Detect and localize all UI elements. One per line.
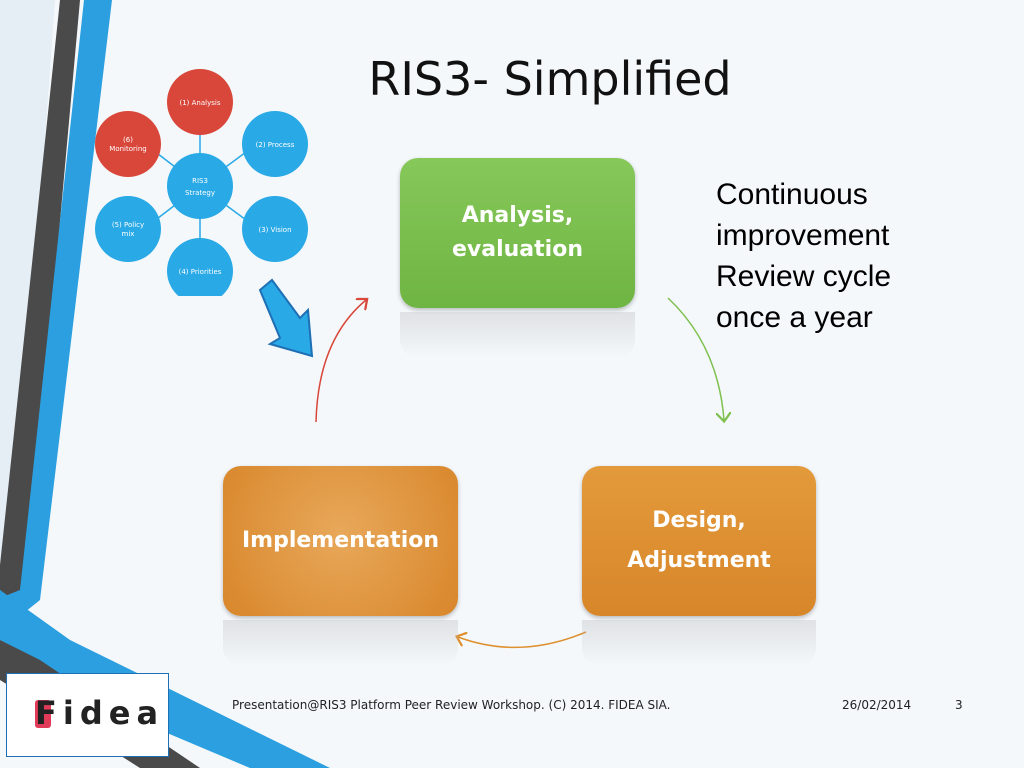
mini-center-label-1: RIS3 <box>192 177 208 185</box>
ris3-strategy-diagram: RIS3 Strategy (1) Analysis (2) Process (… <box>95 69 308 296</box>
mini-node-process-label: (2) Process <box>256 141 295 149</box>
mini-center-circle <box>167 153 233 219</box>
arrow-design-to-implementation <box>458 631 587 649</box>
note-line: Review cycle <box>716 260 892 293</box>
adjustment-label: Adjustment <box>627 548 771 573</box>
mini-node-monitoring <box>95 111 161 177</box>
mini-node-policy <box>95 196 161 262</box>
mini-node-process <box>242 111 308 177</box>
mini-node-priorities-label: (4) Priorities <box>179 268 222 276</box>
fidea-logo-text: Fidea <box>35 694 165 732</box>
mini-node-vision <box>242 196 308 262</box>
analysis-evaluation-box: Analysis, evaluation <box>400 158 635 308</box>
design-adjustment-box: Design, Adjustment <box>582 466 816 616</box>
continuous-improvement-note: Continuous improvement Review cycle once… <box>716 174 891 338</box>
footer-page-number: 3 <box>955 698 963 712</box>
mini-node-analysis-label: (1) Analysis <box>180 99 221 107</box>
slide-title: RIS3- Simplified <box>368 52 732 106</box>
fidea-logo-mark-icon <box>35 700 51 728</box>
implementation-label: Implementation <box>241 528 440 553</box>
footer-presentation: Presentation@RIS3 Platform Peer Review W… <box>232 698 671 712</box>
arrow-implementation-to-analysis <box>315 300 366 423</box>
note-line: improvement <box>716 219 890 252</box>
mini-center-label-2: Strategy <box>185 189 215 197</box>
mini-node-policy-label-1: (5) Policy <box>112 221 144 229</box>
analysis-box-reflection <box>400 312 635 358</box>
fidea-logo: Fidea <box>6 673 169 757</box>
implementation-box-reflection <box>223 620 458 666</box>
design-label: Design, <box>652 508 746 533</box>
mini-node-monitoring-label-2: Monitoring <box>109 145 146 153</box>
note-line: Continuous <box>716 178 868 211</box>
mini-node-analysis <box>167 69 233 135</box>
analysis-evaluation-label: Analysis, evaluation <box>452 203 583 262</box>
mini-node-policy-label-2: mix <box>122 230 135 238</box>
mini-node-priorities <box>167 238 233 296</box>
arrow-analysis-to-design <box>667 297 724 420</box>
mini-node-monitoring-label-1: (6) <box>123 136 133 144</box>
implementation-box: Implementation <box>223 466 458 616</box>
note-line: once a year <box>716 301 873 334</box>
mini-node-vision-label: (3) Vision <box>258 226 291 234</box>
blue-down-arrow-icon <box>258 278 314 358</box>
footer-date: 26/02/2014 <box>842 698 912 712</box>
design-box-reflection <box>582 620 816 666</box>
